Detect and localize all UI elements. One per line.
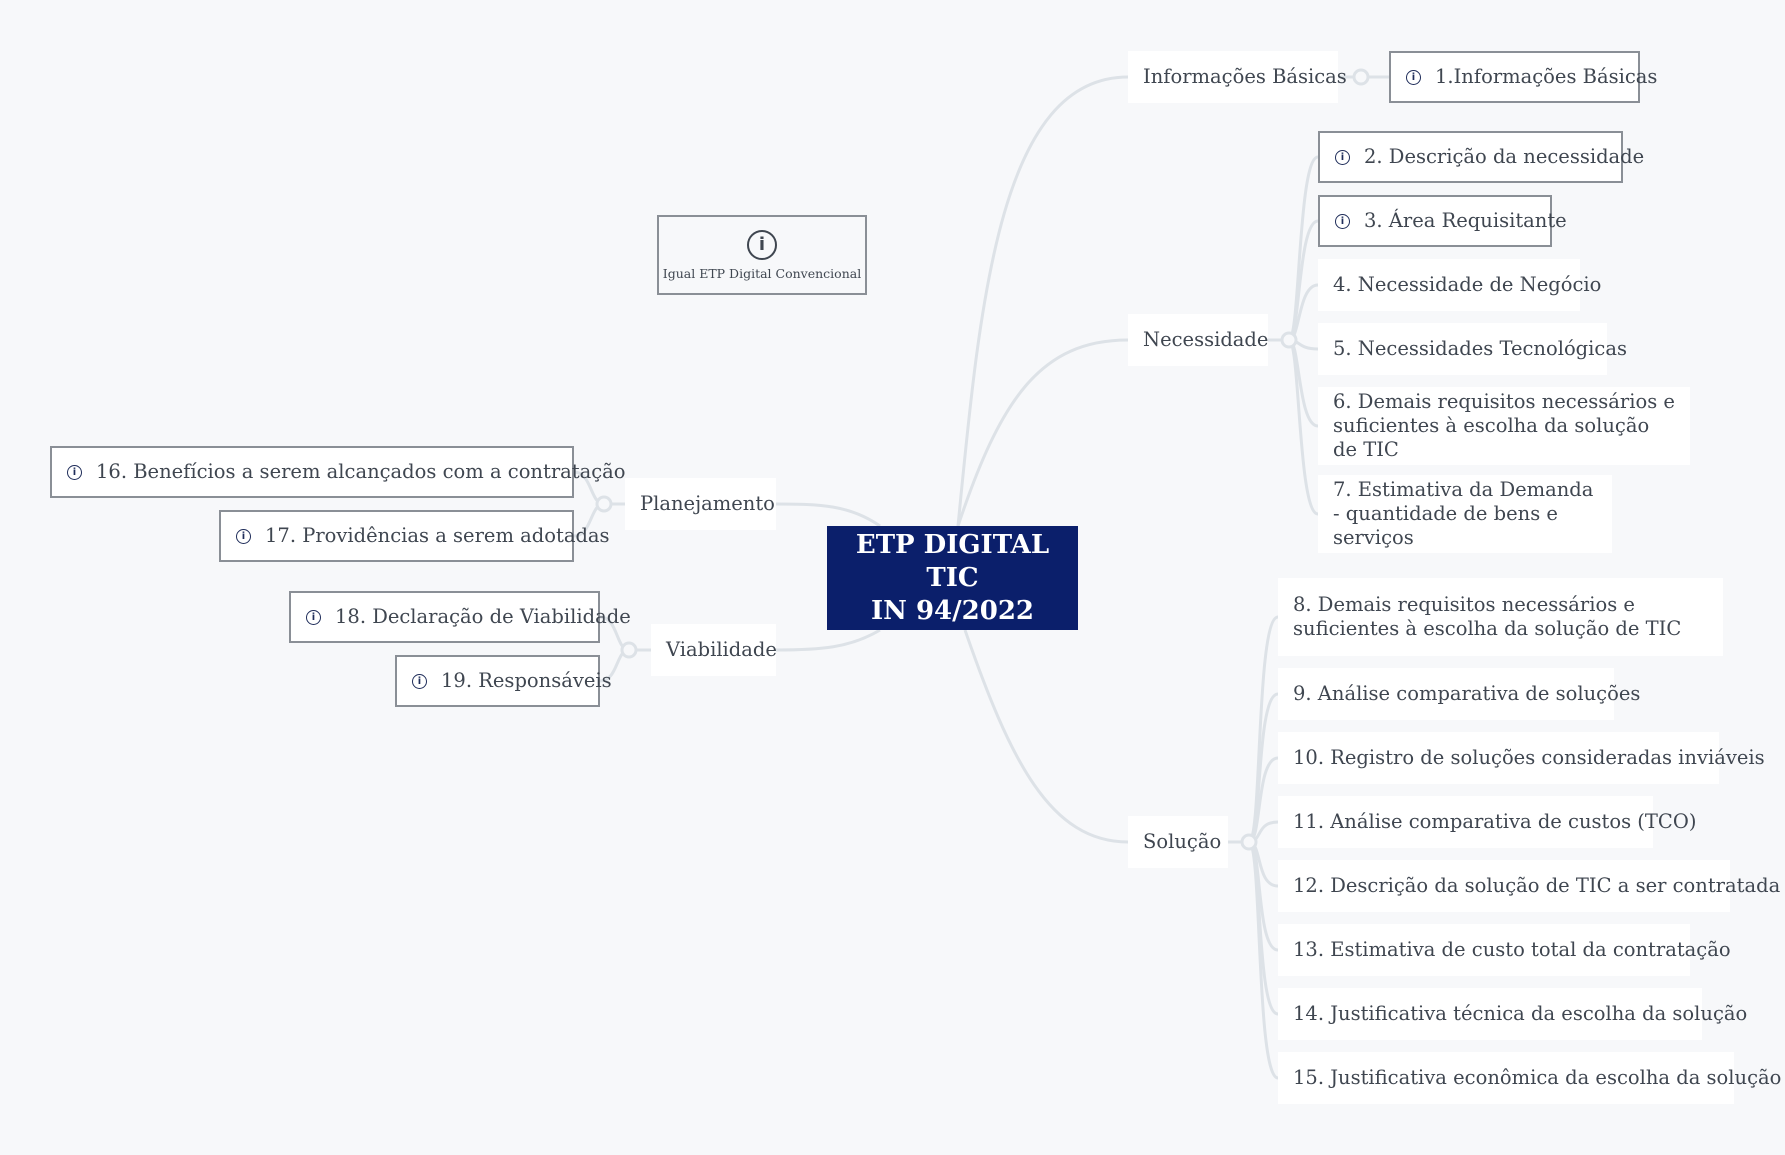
branch-label: Necessidade xyxy=(1143,328,1269,351)
topic-label: 10. Registro de soluções consideradas in… xyxy=(1293,746,1765,769)
topic-label: 13. Estimativa de custo total da contrat… xyxy=(1293,938,1731,961)
topic-19[interactable]: i 19. Responsáveis xyxy=(395,655,612,707)
topic-label: 5. Necessidades Tecnológicas xyxy=(1333,337,1627,360)
info-icon: i xyxy=(1406,69,1421,85)
topic-5[interactable]: 5. Necessidades Tecnológicas xyxy=(1318,323,1627,375)
junction-planejamento xyxy=(595,495,613,513)
junction-necessidade xyxy=(1280,331,1298,349)
root-title-line2: IN 94/2022 xyxy=(870,595,1035,626)
topic-16[interactable]: i 16. Benefícios a serem alcançados com … xyxy=(50,446,626,498)
topic-15[interactable]: 15. Justificativa econômica da escolha d… xyxy=(1278,1052,1781,1104)
topic-label: 1.Informações Básicas xyxy=(1435,65,1658,88)
branch-label: Planejamento xyxy=(640,492,775,515)
root-topic[interactable]: ETP DIGITAL TIC IN 94/2022 xyxy=(827,526,1078,630)
topic-10[interactable]: 10. Registro de soluções consideradas in… xyxy=(1278,732,1765,784)
topic-11[interactable]: 11. Análise comparativa de custos (TCO) xyxy=(1278,796,1696,848)
topic-label: 8. Demais requisitos necessários e sufic… xyxy=(1293,593,1682,640)
topic-7[interactable]: 7. Estimativa da Demanda - quantidade de… xyxy=(1318,475,1612,553)
topic-label: 6. Demais requisitos necessários e sufic… xyxy=(1333,390,1675,461)
topic-label: 19. Responsáveis xyxy=(441,669,612,692)
connector-informacoes-basicas xyxy=(956,75,1129,527)
topic-label: 7. Estimativa da Demanda - quantidade de… xyxy=(1333,478,1594,549)
topic-label: 2. Descrição da necessidade xyxy=(1364,145,1645,168)
topic-12[interactable]: 12. Descrição da solução de TIC a ser co… xyxy=(1278,860,1780,912)
branch-label: Informações Básicas xyxy=(1143,65,1347,88)
topic-14[interactable]: 14. Justificativa técnica da escolha da … xyxy=(1278,988,1747,1040)
connector-necessidade xyxy=(956,338,1129,527)
branch-solucao[interactable]: Solução xyxy=(1128,816,1228,868)
topic-label: 16. Benefícios a serem alcançados com a … xyxy=(96,460,626,483)
branch-necessidade[interactable]: Necessidade xyxy=(1128,314,1268,366)
info-icon: i xyxy=(747,229,777,260)
topic-8[interactable]: 8. Demais requisitos necessários e sufic… xyxy=(1278,578,1723,656)
topic-label: 4. Necessidade de Negócio xyxy=(1333,273,1602,296)
branch-informacoes-basicas[interactable]: Informações Básicas xyxy=(1128,51,1347,103)
floating-note[interactable]: i Igual ETP Digital Convencional xyxy=(657,215,867,295)
topic-label: 3. Área Requisitante xyxy=(1364,209,1567,232)
info-icon: i xyxy=(67,464,82,480)
topic-4[interactable]: 4. Necessidade de Negócio xyxy=(1318,259,1601,311)
branch-planejamento[interactable]: Planejamento xyxy=(625,478,776,530)
topic-label: 18. Declaração de Viabilidade xyxy=(335,605,631,628)
topic-13[interactable]: 13. Estimativa de custo total da contrat… xyxy=(1278,924,1731,976)
root-title-line1: ETP DIGITAL TIC xyxy=(855,529,1050,593)
info-icon: i xyxy=(1335,149,1350,165)
branch-viabilidade[interactable]: Viabilidade xyxy=(651,624,777,676)
info-icon: i xyxy=(1335,213,1350,229)
junction-solucao xyxy=(1240,833,1258,851)
connector-solucao xyxy=(963,629,1129,844)
connector-viabilidade xyxy=(775,628,881,652)
topic-label: 9. Análise comparativa de soluções xyxy=(1293,682,1641,705)
branch-label: Viabilidade xyxy=(666,638,777,661)
branch-label: Solução xyxy=(1143,830,1222,853)
topic-9[interactable]: 9. Análise comparativa de soluções xyxy=(1278,668,1640,720)
topic-18[interactable]: i 18. Declaração de Viabilidade xyxy=(289,591,631,643)
topic-1[interactable]: i 1.Informações Básicas xyxy=(1389,51,1657,103)
info-icon: i xyxy=(412,673,427,689)
info-icon: i xyxy=(236,528,251,544)
topic-2[interactable]: i 2. Descrição da necessidade xyxy=(1318,131,1644,183)
topic-17[interactable]: i 17. Providências a serem adotadas xyxy=(219,510,610,562)
topic-6[interactable]: 6. Demais requisitos necessários e sufic… xyxy=(1318,387,1690,465)
topic-label: 15. Justificativa econômica da escolha d… xyxy=(1293,1066,1782,1089)
topic-label: 11. Análise comparativa de custos (TCO) xyxy=(1293,810,1697,833)
junction-viabilidade xyxy=(620,641,638,659)
note-text: Igual ETP Digital Convencional xyxy=(662,265,862,281)
connector-planejamento xyxy=(775,502,881,528)
topic-label: 14. Justificativa técnica da escolha da … xyxy=(1293,1002,1748,1025)
topic-label: 17. Providências a serem adotadas xyxy=(265,524,610,547)
junction-informacoes xyxy=(1352,68,1370,86)
topic-3[interactable]: i 3. Área Requisitante xyxy=(1318,195,1567,247)
topic-label: 12. Descrição da solução de TIC a ser co… xyxy=(1293,874,1781,897)
info-icon: i xyxy=(306,609,321,625)
